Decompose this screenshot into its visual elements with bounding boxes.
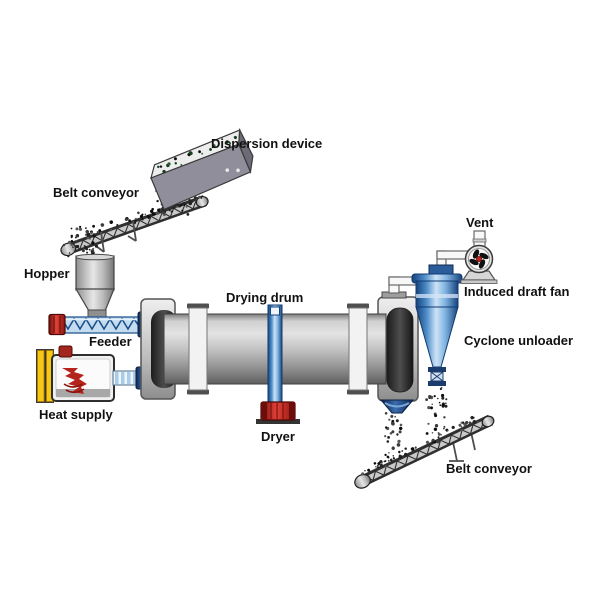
head-pulley — [481, 415, 495, 428]
label-drying-drum: Drying drum — [226, 290, 303, 305]
label-heat-supply: Heat supply — [39, 407, 113, 422]
label-hopper: Hopper — [24, 266, 70, 281]
hopper-unit — [74, 253, 115, 319]
induced-draft-fan-unit — [460, 230, 498, 284]
label-induced-draft-fan: Induced draft fan — [464, 284, 570, 299]
label-cyclone-unloader: Cyclone unloader — [464, 333, 573, 348]
material-on-bottom-conveyor — [361, 415, 480, 476]
material-in-dispersion-device — [157, 135, 237, 174]
fan-impeller — [469, 249, 489, 269]
labels: Dispersion device Belt conveyor Hopper F… — [24, 136, 573, 476]
dryer-drive-motor — [256, 401, 300, 424]
label-belt-conveyor-bottom: Belt conveyor — [446, 461, 532, 476]
cyclone-rotary-valve — [428, 367, 446, 386]
feeder-motor — [48, 313, 66, 336]
top-conveyor-legs — [95, 220, 137, 253]
label-vent: Vent — [466, 215, 494, 230]
riding-ring-left — [187, 303, 209, 395]
drum-discharge-cone — [379, 399, 415, 414]
burner-knob — [58, 345, 73, 358]
stream-drum-to-conveyor — [384, 412, 403, 459]
label-dryer: Dryer — [261, 429, 295, 444]
heat-supply-unit — [36, 345, 151, 403]
drying-drum-unit — [140, 291, 419, 424]
fan-hub — [475, 255, 482, 262]
label-feeder: Feeder — [89, 334, 132, 349]
cyclone-unit — [411, 250, 469, 386]
belt-conveyor-bottom-unit — [354, 414, 495, 489]
tail-pulley — [354, 473, 371, 489]
label-dispersion-device: Dispersion device — [211, 136, 322, 151]
riding-ring-right — [347, 303, 369, 395]
label-belt-conveyor-top: Belt conveyor — [53, 185, 139, 200]
device-hole — [225, 168, 230, 172]
flame — [62, 368, 87, 394]
stream-cyclone-to-conveyor — [425, 386, 449, 435]
girth-ring — [267, 304, 283, 405]
dispersion-device-unit — [150, 127, 254, 211]
device-hole — [236, 168, 240, 173]
